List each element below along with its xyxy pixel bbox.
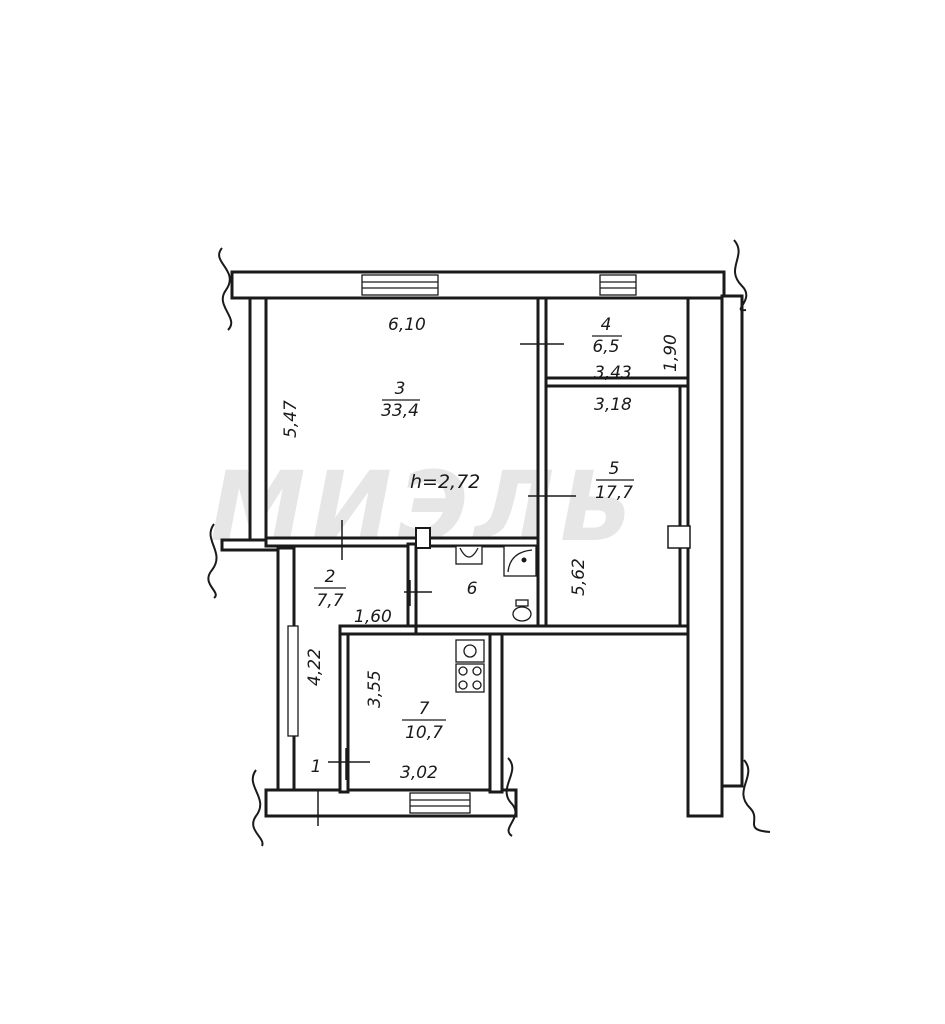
stove-icon bbox=[455, 663, 485, 693]
kitchen-sink-icon bbox=[455, 639, 485, 663]
windows bbox=[361, 274, 637, 814]
partition-3-2 bbox=[264, 536, 540, 548]
dim-corridor-length: 4,22 bbox=[305, 648, 325, 686]
partition-1-7 bbox=[338, 630, 350, 794]
dim-room7-length: 3,55 bbox=[365, 670, 385, 708]
right-wall-outer bbox=[720, 294, 744, 788]
room-2-area: 7,7 bbox=[316, 591, 343, 611]
room-6-number: 6 bbox=[467, 579, 478, 599]
radiator-icon bbox=[667, 525, 691, 549]
sink-icon bbox=[455, 545, 483, 565]
room-4-number: 4 bbox=[601, 315, 612, 335]
room-5-area: 17,7 bbox=[595, 483, 633, 503]
dimension-labels: 6,10 5,47 1,90 3,43 3,18 5,62 1,60 4,22 … bbox=[281, 315, 681, 783]
bottom-wall bbox=[264, 788, 518, 818]
room-3-number: 3 bbox=[395, 379, 406, 399]
partition-2-7 bbox=[338, 624, 418, 636]
door-marks bbox=[317, 343, 576, 826]
toilet-icon bbox=[512, 599, 532, 622]
room-3-area: 33,4 bbox=[381, 401, 419, 421]
top-wall bbox=[230, 270, 726, 300]
room-2-number: 2 bbox=[325, 567, 336, 587]
partition-2-6 bbox=[406, 542, 418, 636]
dim-room5-length: 5,62 bbox=[569, 558, 589, 596]
right-wall bbox=[686, 296, 724, 818]
dim-room4-height: 1,90 bbox=[661, 334, 681, 372]
room5-right-wall bbox=[678, 384, 690, 634]
ceiling-height-label: h=2,72 bbox=[410, 471, 480, 493]
partition-3-5 bbox=[536, 296, 548, 634]
dim-room4-width: 3,43 bbox=[594, 363, 632, 383]
kitchen-right-wall bbox=[488, 630, 504, 794]
left-wall-room3 bbox=[248, 296, 268, 546]
dim-room3-length: 5,47 bbox=[281, 400, 301, 438]
partition-5-7 bbox=[410, 624, 690, 636]
shower-icon bbox=[503, 545, 537, 577]
wall-break-marks bbox=[207, 239, 771, 847]
room-5-number: 5 bbox=[609, 459, 620, 479]
room-4-area: 6,5 bbox=[592, 337, 619, 357]
dim-room5-width: 3,18 bbox=[594, 395, 632, 415]
room-labels: 3 33,4 4 6,5 5 17,7 2 7,7 6 7 10,7 1 bbox=[311, 315, 634, 777]
room-7-area: 10,7 bbox=[405, 723, 443, 743]
dim-room3-width: 6,10 bbox=[388, 315, 426, 335]
dim-room7-width: 3,02 bbox=[400, 763, 438, 783]
room-7-number: 7 bbox=[419, 699, 430, 719]
room-1-number: 1 bbox=[311, 757, 322, 777]
dim-room2-width: 1,60 bbox=[354, 607, 392, 627]
partitions bbox=[264, 296, 690, 794]
